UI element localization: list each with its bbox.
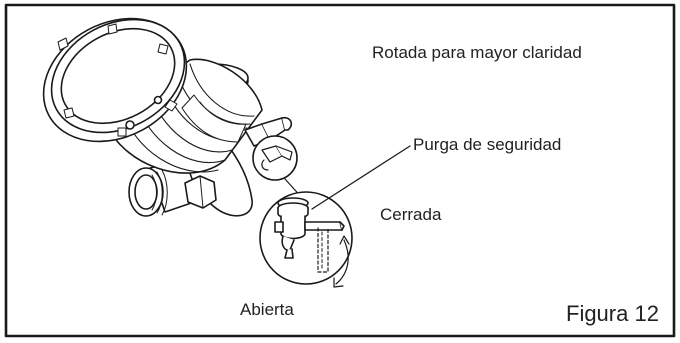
figure-caption: Figura 12 [566, 301, 659, 326]
detail-circle-small [252, 135, 298, 181]
safety-purge-label: Purga de seguridad [413, 135, 562, 154]
rotated-note-label: Rotada para mayor claridad [372, 43, 582, 62]
rotation-arrow [333, 235, 350, 288]
figure-border [4, 3, 676, 338]
open-position-label: Abierta [240, 300, 294, 319]
detail-circle-large [259, 191, 353, 285]
purge-leader-line [311, 145, 411, 210]
drain-valve-small [244, 116, 293, 147]
closed-position-label: Cerrada [380, 205, 442, 224]
filter-cap [42, 17, 188, 143]
